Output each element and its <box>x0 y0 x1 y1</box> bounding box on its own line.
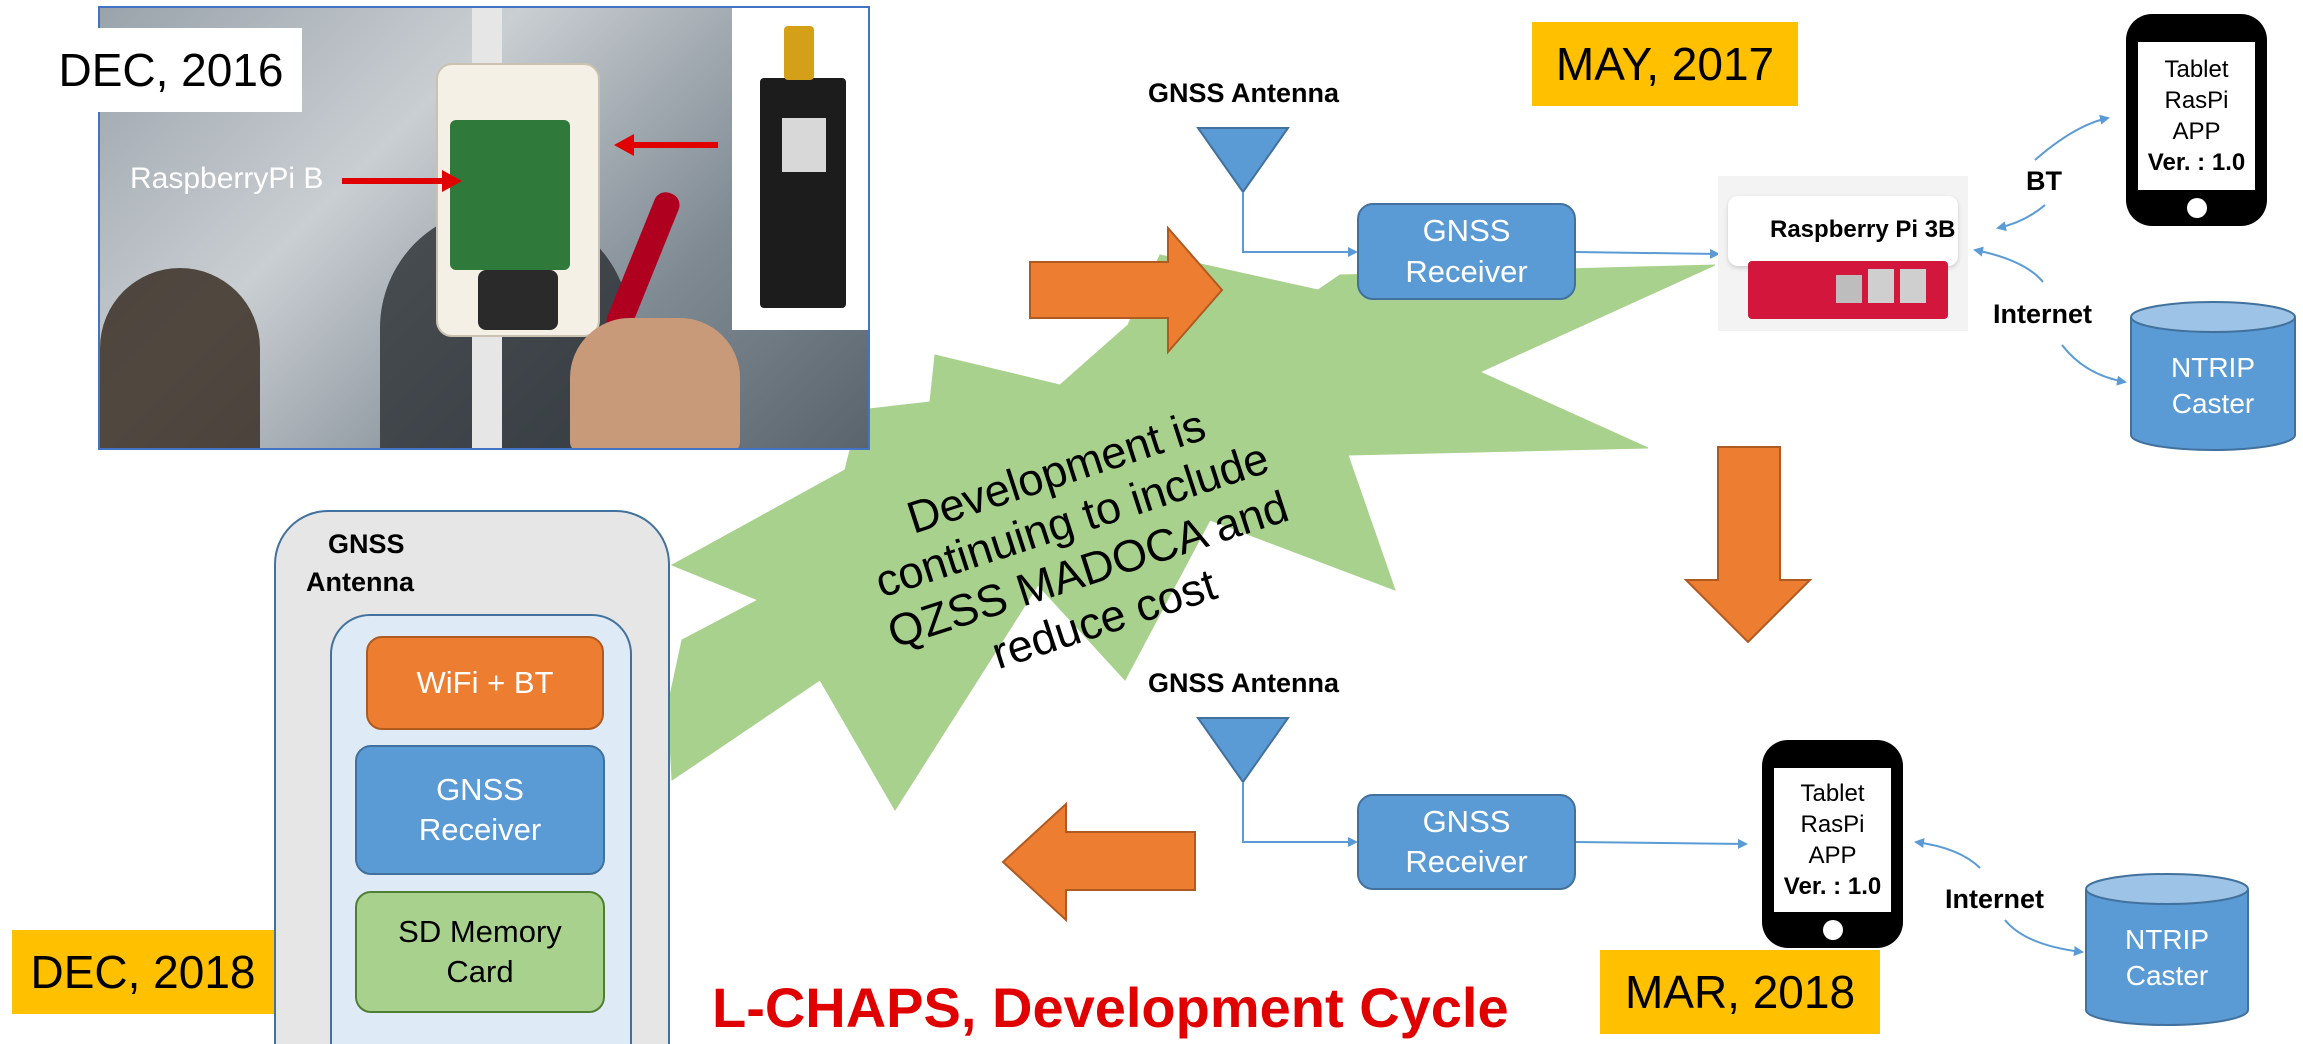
photo-gnss-module-inset <box>732 8 868 330</box>
sd-memory-card: SD Memory Card <box>355 891 605 1013</box>
development-burst-shape <box>667 254 1716 811</box>
connector-antenna-receiver-may2017 <box>1242 192 1358 257</box>
connector-internet-right <box>2061 344 2127 386</box>
caster-line1-mar2018: NTRIP <box>2125 924 2209 955</box>
tablet-line3-may2017: APP <box>2172 118 2221 145</box>
gnss-receiver-mar2018: GNSS Receiver <box>1357 794 1576 890</box>
receiver-line2-mar2018: Receiver <box>1405 844 1528 879</box>
tablet-line1-mar2018: Tablet <box>1800 779 1865 807</box>
year-label-may2017: MAY, 2017 <box>1555 38 1775 90</box>
caster-line1-may2017: NTRIP <box>2171 352 2255 383</box>
page-title: L-CHAPS, Development Cycle <box>712 976 1509 1039</box>
antenna-icon-may2017 <box>1196 127 1290 194</box>
caster-line2-mar2018: Caster <box>2125 960 2209 992</box>
ntrip-caster-cylinder-mar2018 <box>2085 873 2249 1026</box>
tablet-line4-mar2018: Ver. : 1.0 <box>1783 873 1882 901</box>
photo-pen <box>602 188 684 338</box>
year-box-dec2016: DEC, 2016 <box>40 28 302 112</box>
year-box-may2017: MAY, 2017 <box>1532 22 1798 106</box>
photo-enclosure <box>436 63 600 337</box>
photo-sma-connector <box>784 26 814 80</box>
raspberry-pi-3b-device: Raspberry Pi 3B <box>1718 176 1968 331</box>
gnss-receiver-dec2018: GNSS Receiver <box>355 745 605 875</box>
year-box-mar2018: MAR, 2018 <box>1600 950 1880 1034</box>
connector-internet-tablet <box>1914 838 1981 869</box>
arrow-down-orange <box>1683 446 1813 644</box>
gnss-receiver-may2017: GNSS Receiver <box>1357 203 1576 300</box>
internet-label-may2017: Internet <box>1993 299 2093 329</box>
connector-receiver-pi <box>1575 248 1720 259</box>
year-label-dec2016: DEC, 2016 <box>58 44 284 96</box>
bt-label: BT <box>2026 166 2062 196</box>
antenna-label-may2017: GNSS Antenna <box>1148 78 1340 108</box>
photo-pointer-arrowhead-right <box>614 134 634 156</box>
year-box-dec2018: DEC, 2018 <box>12 930 274 1014</box>
tablet-line4-may2017: Ver. : 1.0 <box>2147 149 2246 177</box>
pi-label: Raspberry Pi 3B <box>1770 216 1956 243</box>
photo-battery <box>478 270 558 330</box>
connector-bt-down <box>1996 204 2046 232</box>
tablet-line3-mar2018: APP <box>1808 842 1857 869</box>
sd-line2: Card <box>446 954 514 989</box>
tablet-line2-mar2018: RasPi <box>1800 810 1865 838</box>
prototype-photo: RaspberryPi B <box>98 6 870 450</box>
receiver-line1-mar2018: GNSS <box>1422 803 1511 839</box>
photo-hand <box>570 318 740 448</box>
year-label-mar2018: MAR, 2018 <box>1624 966 1856 1018</box>
connector-internet-left <box>1973 246 2044 283</box>
connector-bt-up <box>2034 114 2110 161</box>
antenna-line2-dec2018: Antenna <box>306 566 414 597</box>
connector-antenna-receiver-mar2018 <box>1242 782 1358 847</box>
tablet-phone-mar2018: Tablet RasPi APP Ver. : 1.0 <box>1762 740 1903 948</box>
tablet-line2-may2017: RasPi <box>2164 86 2229 114</box>
photo-pointer-arrow-right <box>630 142 718 148</box>
ntrip-caster-cylinder-may2017 <box>2130 301 2296 451</box>
tablet-home-button-may2017 <box>2186 198 2207 218</box>
photo-background-head <box>100 268 260 448</box>
wifi-bt-module: WiFi + BT <box>366 636 604 730</box>
antenna-label-mar2018: GNSS Antenna <box>1148 668 1340 698</box>
year-label-dec2018: DEC, 2018 <box>30 946 256 998</box>
arrow-left-orange <box>1001 801 1196 923</box>
receiver-line2-dec2018: Receiver <box>418 812 542 847</box>
antenna-icon-mar2018 <box>1196 717 1290 784</box>
connector-internet-caster <box>2004 919 2084 956</box>
photo-pointer-arrowhead-left <box>442 170 462 192</box>
caster-text-may2017: NTRIP Caster <box>2131 350 2295 423</box>
caster-line2-may2017: Caster <box>2171 388 2255 420</box>
wifi-bt-label: WiFi + BT <box>416 664 554 700</box>
photo-raspberrypi-label: RaspberryPi B <box>130 162 324 195</box>
caster-text-mar2018: NTRIP Caster <box>2086 922 2248 995</box>
pi-case-base <box>1748 261 1948 319</box>
connector-receiver-tablet <box>1575 838 1748 849</box>
receiver-line2-may2017: Receiver <box>1405 253 1528 289</box>
internet-label-mar2018: Internet <box>1945 884 2045 914</box>
tablet-screen-may2017: Tablet RasPi APP Ver. : 1.0 <box>2138 42 2255 190</box>
arrow-right-orange <box>1029 225 1224 355</box>
sd-line1: SD Memory <box>398 913 562 949</box>
antenna-label-dec2018: GNSS Antenna <box>306 526 414 602</box>
tablet-line1-may2017: Tablet <box>2164 55 2229 83</box>
pi-case-top <box>1728 196 1958 266</box>
receiver-line1-dec2018: GNSS <box>436 771 524 807</box>
antenna-line1-dec2018: GNSS <box>328 529 405 559</box>
photo-raspberrypi-board <box>450 120 570 270</box>
tablet-home-button-mar2018 <box>1822 920 1843 940</box>
photo-gnss-module-board <box>760 78 846 308</box>
tablet-screen-mar2018: Tablet RasPi APP Ver. : 1.0 <box>1774 768 1891 912</box>
receiver-line1-may2017: GNSS <box>1422 213 1511 249</box>
tablet-phone-may2017: Tablet RasPi APP Ver. : 1.0 <box>2126 14 2267 226</box>
photo-pointer-arrow-left <box>342 178 454 184</box>
